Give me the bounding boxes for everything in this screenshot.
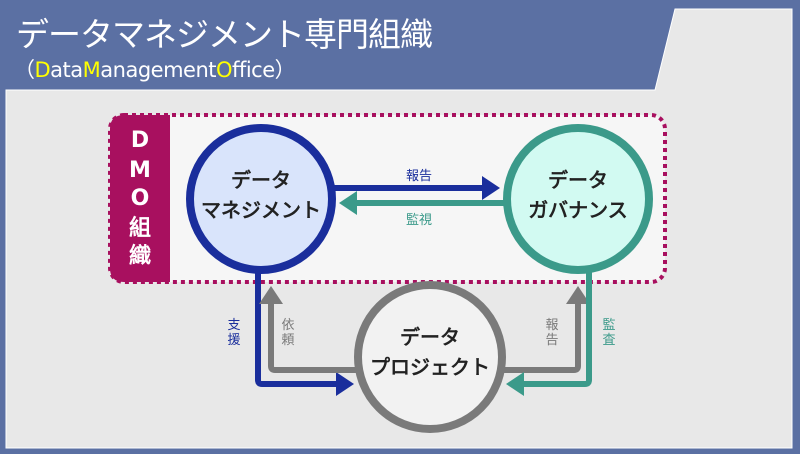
label-support-1: 支: [227, 318, 240, 333]
page-title: データマネジメント専門組織: [16, 15, 433, 54]
dmo-label: D M O 組 織: [129, 128, 151, 269]
page-subtitle: （DataManagementOffice）: [14, 58, 296, 82]
label-support-2: 援: [227, 333, 240, 348]
node-data-project: データ プロジェクト: [354, 281, 506, 433]
svg-text:ガバナンス: ガバナンス: [528, 198, 628, 222]
svg-text:M: M: [129, 158, 151, 183]
label-report-up-2: 告: [545, 333, 558, 348]
label-report: 報告: [406, 169, 432, 184]
svg-text:プロジェクト: プロジェクト: [370, 355, 490, 379]
arrow-audit: [506, 270, 592, 396]
arrow-request: [259, 286, 358, 373]
svg-text:組: 組: [129, 215, 151, 241]
svg-text:データ: データ: [231, 168, 291, 192]
svg-text:データ: データ: [400, 325, 460, 349]
arrow-report-up: [502, 286, 590, 373]
svg-text:D: D: [131, 128, 149, 153]
svg-text:マネジメント: マネジメント: [201, 198, 321, 222]
node-data-governance: データ ガバナンス: [503, 124, 653, 274]
label-audit-2: 査: [602, 333, 615, 348]
svg-text:織: 織: [129, 243, 151, 269]
svg-text:データ: データ: [548, 168, 608, 192]
label-request-2: 頼: [281, 333, 294, 348]
label-report-up-1: 報: [545, 318, 558, 333]
label-monitor: 監視: [406, 212, 432, 228]
node-data-management: データ マネジメント: [186, 124, 336, 274]
label-request-1: 依: [281, 318, 294, 333]
label-audit-1: 監: [602, 317, 615, 333]
svg-text:O: O: [131, 186, 150, 211]
arrow-support: [255, 270, 354, 396]
